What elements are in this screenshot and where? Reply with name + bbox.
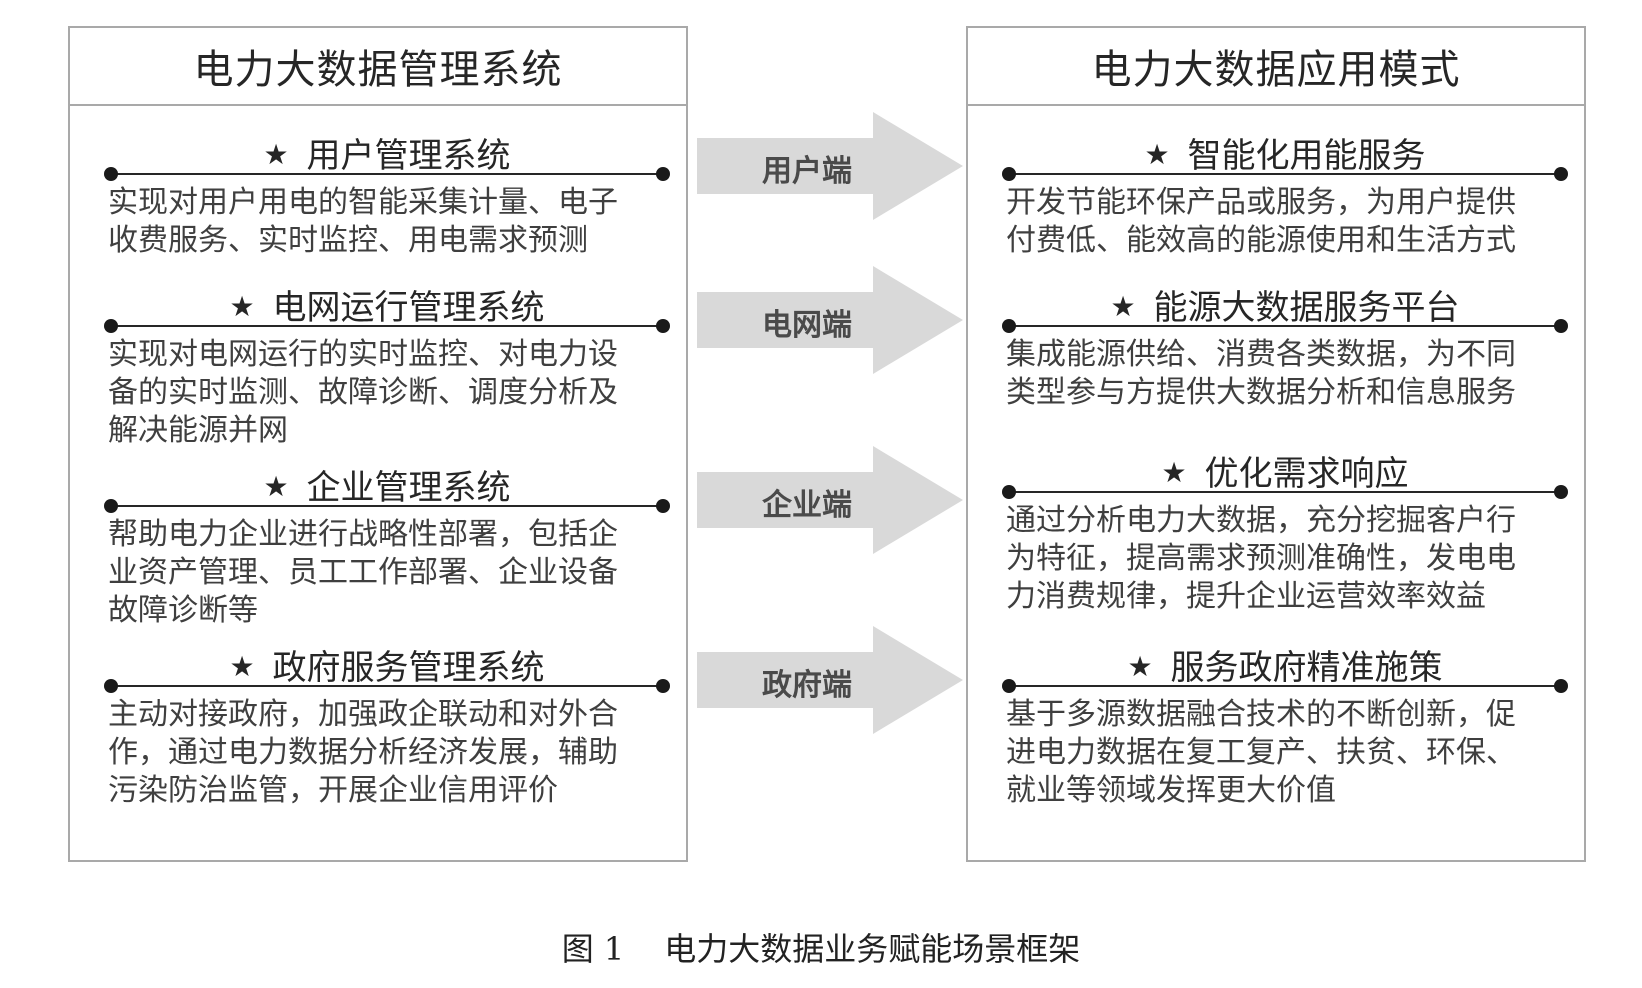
figure-caption: 图 1 电力大数据业务赋能场景框架 — [0, 924, 1642, 970]
dot-icon — [656, 167, 670, 181]
arrow-label: 电网端 — [762, 308, 852, 343]
divider-line — [1008, 325, 1562, 327]
right-arrow-icon — [697, 112, 963, 220]
arrow-user-side: 用户端 — [697, 112, 963, 220]
section-description: 实现对用户用电的智能采集计量、电子 收费服务、实时监控、用电需求预测 — [108, 185, 618, 258]
divider-line — [110, 325, 664, 327]
right-arrow-icon — [697, 266, 963, 374]
section-header: ★ 优化需求响应 — [1002, 446, 1568, 499]
divider-line — [1008, 491, 1562, 493]
dot-icon — [1554, 319, 1568, 333]
section-description: 主动对接政府，加强政企联动和对外合 作，通过电力数据分析经济发展，辅助 污染防治… — [108, 697, 618, 808]
section-description: 帮助电力企业进行战略性部署，包括企 业资产管理、员工工作部署、企业设备 故障诊断… — [108, 517, 618, 628]
section-header: ★ 政府服务管理系统 — [104, 640, 670, 693]
dot-icon — [104, 167, 118, 181]
divider-line — [1008, 685, 1562, 687]
dot-icon — [1002, 485, 1016, 499]
arrow-enterprise-side: 企业端 — [697, 446, 963, 554]
panel-title: 电力大数据管理系统 — [70, 28, 686, 106]
dot-icon — [1554, 167, 1568, 181]
application-mode-panel: 电力大数据应用模式 ★ 智能化用能服务 开发节能环保产品或服务，为用户提供 付费低… — [966, 26, 1586, 862]
figure-number: 图 1 — [561, 930, 625, 968]
right-arrow-icon — [697, 446, 963, 554]
section-title: 用户管理系统 — [306, 136, 511, 176]
arrow-label: 企业端 — [762, 488, 852, 523]
section-header: ★ 能源大数据服务平台 — [1002, 280, 1568, 333]
dot-icon — [656, 319, 670, 333]
divider-line — [110, 173, 664, 175]
dot-icon — [1002, 167, 1016, 181]
divider-line — [110, 505, 664, 507]
section-title: 电网运行管理系统 — [272, 288, 545, 328]
section-title: 服务政府精准施策 — [1170, 648, 1443, 688]
arrow-grid-side: 电网端 — [697, 266, 963, 374]
dot-icon — [104, 679, 118, 693]
star-icon: ★ — [229, 290, 255, 323]
section-header: ★ 企业管理系统 — [104, 460, 670, 513]
dot-icon — [1002, 679, 1016, 693]
star-icon: ★ — [263, 138, 289, 171]
star-icon: ★ — [1144, 138, 1170, 171]
section-description: 基于多源数据融合技术的不断创新，促 进电力数据在复工复产、扶贫、环保、 就业等领… — [1006, 697, 1516, 808]
section-description: 集成能源供给、消费各类数据，为不同 类型参与方提供大数据分析和信息服务 — [1006, 337, 1516, 410]
section-header: ★ 用户管理系统 — [104, 128, 670, 181]
section-description: 实现对电网运行的实时监控、对电力设 备的实时监测、故障诊断、调度分析及 解决能源… — [108, 337, 618, 448]
arrow-label: 用户端 — [762, 154, 852, 189]
dot-icon — [1002, 319, 1016, 333]
management-system-panel: 电力大数据管理系统 ★ 用户管理系统 实现对用户用电的智能采集计量、电子 收费服务… — [68, 26, 688, 862]
divider-line — [110, 685, 664, 687]
star-icon: ★ — [229, 650, 255, 683]
section-title: 企业管理系统 — [306, 468, 511, 508]
right-arrow-icon — [697, 626, 963, 734]
dot-icon — [1554, 485, 1568, 499]
star-icon: ★ — [1127, 650, 1153, 683]
section-description: 开发节能环保产品或服务，为用户提供 付费低、能效高的能源使用和生活方式 — [1006, 185, 1516, 258]
section-header: ★ 服务政府精准施策 — [1002, 640, 1568, 693]
figure-title: 电力大数据业务赋能场景框架 — [664, 930, 1081, 968]
panel-title: 电力大数据应用模式 — [968, 28, 1584, 106]
dot-icon — [104, 499, 118, 513]
section-title: 智能化用能服务 — [1187, 136, 1426, 176]
section-header: ★ 智能化用能服务 — [1002, 128, 1568, 181]
section-title: 能源大数据服务平台 — [1153, 288, 1460, 328]
dot-icon — [104, 319, 118, 333]
dot-icon — [1554, 679, 1568, 693]
section-header: ★ 电网运行管理系统 — [104, 280, 670, 333]
arrow-label: 政府端 — [762, 668, 852, 703]
divider-line — [1008, 173, 1562, 175]
arrow-government-side: 政府端 — [697, 626, 963, 734]
section-title: 优化需求响应 — [1204, 454, 1409, 494]
section-description: 通过分析电力大数据，充分挖掘客户行 为特征，提高需求预测准确性，发电电 力消费规… — [1006, 503, 1516, 614]
star-icon: ★ — [1161, 456, 1187, 489]
star-icon: ★ — [263, 470, 289, 503]
dot-icon — [656, 679, 670, 693]
star-icon: ★ — [1110, 290, 1136, 323]
section-title: 政府服务管理系统 — [272, 648, 545, 688]
dot-icon — [656, 499, 670, 513]
